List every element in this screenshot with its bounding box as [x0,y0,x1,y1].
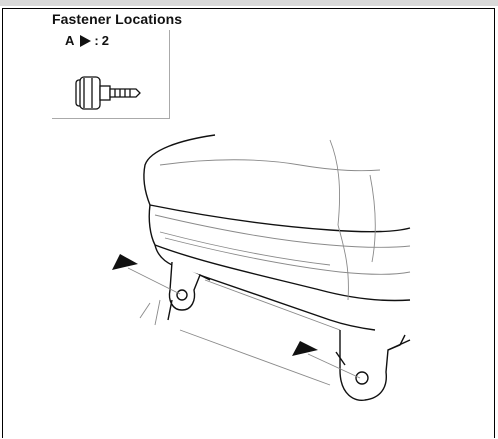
seat-cushion [143,134,411,331]
location-arrow-icon [112,254,361,379]
seat-fabric-lines [139,139,411,386]
diagram-frame [2,8,495,438]
leader-line-front [127,267,181,295]
fastener-separator: : [94,33,99,48]
rear-leg-bracket [335,330,411,402]
leader-line-rear [307,353,361,379]
fastener-count: 2 [101,33,109,48]
front-leg-bracket [167,261,211,321]
top-border-bar [0,0,498,6]
fastener-letter: A [65,33,75,48]
page-title: Fastener Locations [52,11,183,27]
marker-arrow-front [112,254,138,270]
fastener-legend-box [52,30,170,119]
flange-bolt-icon [75,76,141,110]
pointer-arrow-icon [80,34,92,47]
fastener-callout: A : 2 [65,33,109,48]
marker-arrow-rear [292,341,318,356]
